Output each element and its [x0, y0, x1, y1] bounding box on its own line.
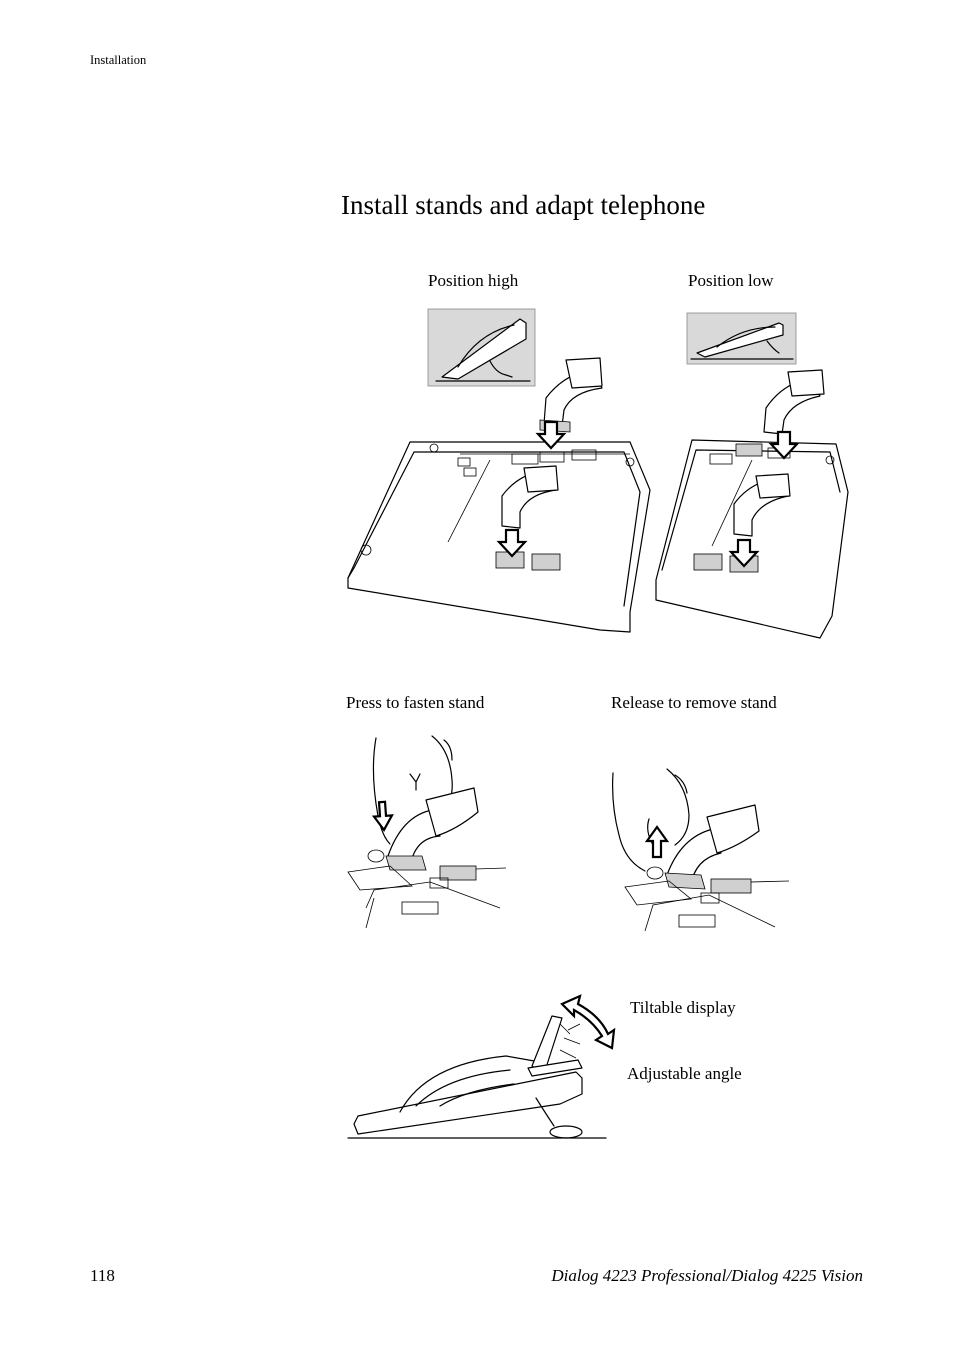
- phone-underside-high: [347, 357, 651, 633]
- page-title: Install stands and adapt telephone: [341, 190, 706, 220]
- position-high-thumbnail: [427, 308, 536, 387]
- running-head: Installation: [90, 53, 147, 67]
- product-name: Dialog 4223 Professional/Dialog 4225 Vis…: [551, 1266, 863, 1285]
- press-to-fasten-illustration: [347, 735, 507, 929]
- label-release-to-remove: Release to remove stand: [611, 693, 777, 712]
- tiltable-display-illustration: [347, 994, 616, 1139]
- phone-underside-low: [655, 369, 849, 639]
- label-position-low: Position low: [688, 271, 774, 290]
- release-to-remove-illustration: [612, 768, 790, 932]
- page-number: 118: [90, 1266, 115, 1285]
- label-adjustable-angle: Adjustable angle: [627, 1064, 742, 1083]
- label-tiltable-display: Tiltable display: [630, 998, 736, 1017]
- position-low-thumbnail: [686, 312, 797, 365]
- label-press-to-fasten: Press to fasten stand: [346, 693, 485, 712]
- label-position-high: Position high: [428, 271, 519, 290]
